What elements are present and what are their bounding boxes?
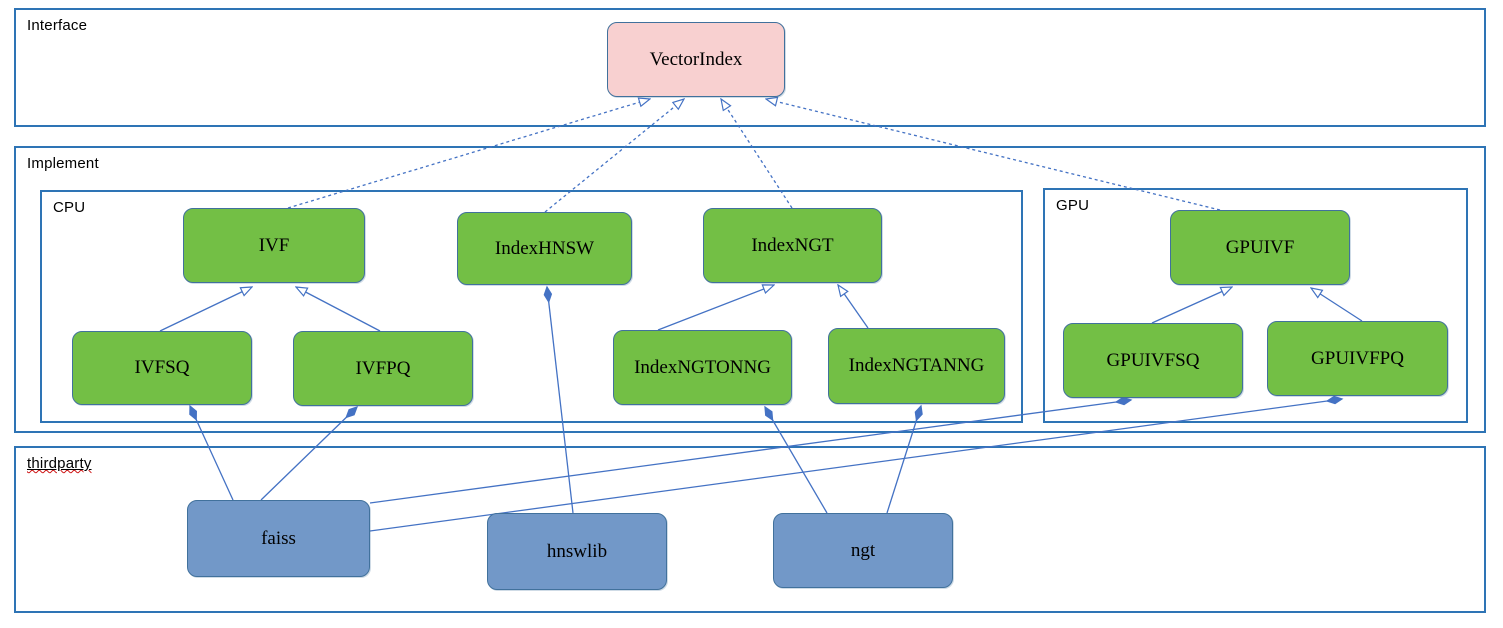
node-indexngt-label: IndexNGT xyxy=(751,234,834,256)
node-ivfpq[interactable]: IVFPQ xyxy=(293,331,473,406)
node-hnswlib[interactable]: hnswlib xyxy=(487,513,667,590)
node-indexngt[interactable]: IndexNGT xyxy=(703,208,882,283)
node-indexhnsw[interactable]: IndexHNSW xyxy=(457,212,632,285)
node-gpuivfpq-label: GPUIVFPQ xyxy=(1311,347,1404,369)
node-indexngtanng[interactable]: IndexNGTANNG xyxy=(828,328,1005,404)
node-hnswlib-label: hnswlib xyxy=(546,540,608,562)
node-gpuivf[interactable]: GPUIVF xyxy=(1170,210,1350,285)
node-indexhnsw-label: IndexHNSW xyxy=(494,237,595,259)
container-implement-label: Implement xyxy=(27,155,99,172)
node-ivfsq[interactable]: IVFSQ xyxy=(72,331,252,405)
container-cpu-label: CPU xyxy=(53,199,86,216)
node-ivfsq-label: IVFSQ xyxy=(134,357,190,378)
node-ivfpq-label: IVFPQ xyxy=(355,357,411,379)
node-gpuivfsq-label: GPUIVFSQ xyxy=(1106,349,1200,371)
node-indexngtonng-label: IndexNGTONNG xyxy=(634,356,771,378)
node-ivf[interactable]: IVF xyxy=(183,208,365,283)
node-faiss-label: faiss xyxy=(261,527,296,549)
container-thirdparty-label-text: thirdparty xyxy=(27,455,92,472)
container-thirdparty-label: thirdparty xyxy=(27,455,92,472)
node-vectorindex-label: VectorIndex xyxy=(649,48,743,70)
node-gpuivfpq[interactable]: GPUIVFPQ xyxy=(1267,321,1448,396)
node-gpuivf-label: GPUIVF xyxy=(1225,236,1295,258)
container-interface-label: Interface xyxy=(27,17,88,34)
node-ivf-label: IVF xyxy=(258,234,290,256)
node-indexngtonng[interactable]: IndexNGTONNG xyxy=(613,330,792,405)
node-vectorindex[interactable]: VectorIndex xyxy=(607,22,785,97)
node-faiss[interactable]: faiss xyxy=(187,500,370,577)
node-ngt-label: ngt xyxy=(850,539,876,561)
node-gpuivfsq[interactable]: GPUIVFSQ xyxy=(1063,323,1243,398)
node-ngt[interactable]: ngt xyxy=(773,513,953,588)
container-gpu-label: GPU xyxy=(1056,197,1090,214)
node-indexngtanng-label: IndexNGTANNG xyxy=(848,355,985,376)
